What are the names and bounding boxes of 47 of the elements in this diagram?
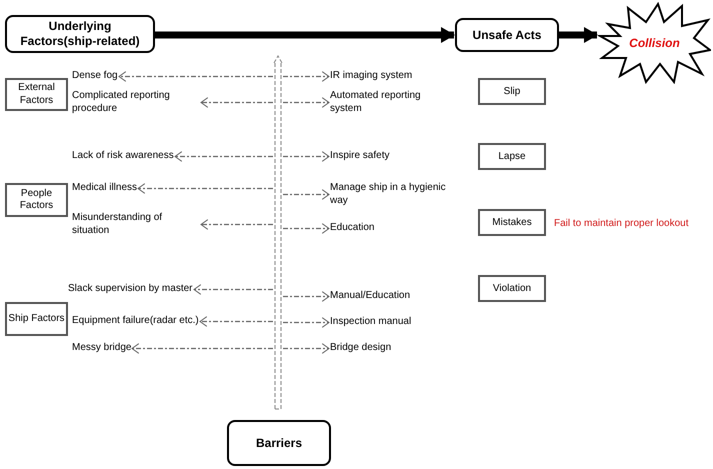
factor-text: Complicated reporting procedure [72,90,200,115]
factor-text: Medical illness [72,182,138,194]
factor-text: Equipment failure(radar etc.) [72,315,199,328]
dashed-arrow [200,219,273,230]
factor-text: Messy bridge [72,342,132,354]
dashed-arrow [283,189,330,200]
dashed-arrow [200,97,273,108]
dashed-arrow [174,151,273,162]
factor-box: Ship Factors [5,302,68,336]
rounded-box: Underlying Factors(ship-related) [5,15,155,53]
factor-text: Dense fog [72,70,118,82]
factor-text: Slack supervision by master [68,283,192,296]
barrier-text: Automated reporting system [330,90,452,115]
barrier-text: Manual/Education [330,290,452,302]
dashed-arrow [283,97,330,108]
barrier-text: Education [330,222,452,234]
dashed-arrow [283,343,330,354]
act-box: Lapse [478,143,546,170]
factor-box: People Factors [5,183,68,217]
dashed-arrow [283,151,330,162]
node-annotation: Fail to maintain proper lookout [554,217,689,231]
barrier-text: Manage ship in a hygienic way [330,182,452,207]
dashed-arrow [132,343,273,354]
act-box: Slip [478,78,546,105]
dashed-arrow [118,71,273,82]
factor-text: Misunderstanding of situation [72,212,200,237]
dashed-arrow [283,71,330,82]
barrier-line [273,55,283,410]
barrier-text: Inspection manual [330,316,452,328]
rounded-box: Barriers [227,420,331,466]
starburst-node: Collision [598,2,711,84]
dashed-arrow [283,317,330,328]
factor-text: Lack of risk awareness [72,150,174,162]
barrier-text: Bridge design [330,342,452,354]
dashed-arrow [283,223,330,234]
barrier-text: IR imaging system [330,70,452,82]
block-arrow [559,27,598,43]
dashed-arrow [194,284,273,295]
dashed-arrow [283,291,330,302]
factor-box: External Factors [5,78,68,111]
block-arrow [155,27,455,43]
rounded-box: Unsafe Acts [455,18,559,52]
barrier-text: Inspire safety [330,150,452,162]
act-box: Mistakes [478,209,546,236]
dashed-arrow [200,316,273,327]
dashed-arrow [138,183,273,194]
act-box: Violation [478,275,546,302]
